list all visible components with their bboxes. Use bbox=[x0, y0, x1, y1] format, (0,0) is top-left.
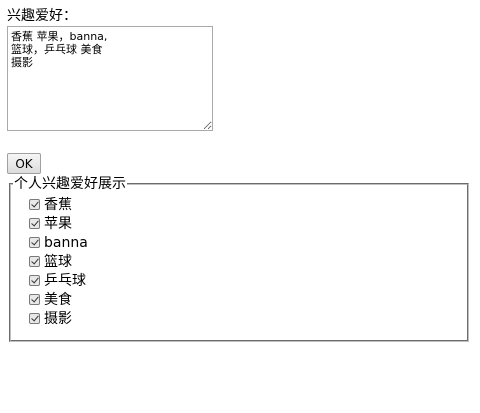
hobby-item-photography: 摄影 bbox=[29, 309, 467, 328]
hobby-display-legend: 个人兴趣爱好展示 bbox=[14, 176, 126, 192]
hobby-item-basketball: 篮球 bbox=[29, 252, 467, 271]
hobby-item-label: banna bbox=[44, 234, 88, 251]
hobby-checkbox-basketball[interactable] bbox=[29, 256, 40, 267]
hobby-item-label: 乒乓球 bbox=[44, 272, 86, 289]
hobby-item-label: 摄影 bbox=[44, 310, 72, 327]
hobby-item-label: 香蕉 bbox=[44, 196, 72, 213]
hobby-checkbox-apple[interactable] bbox=[29, 218, 40, 229]
hobby-checkbox-banana[interactable] bbox=[29, 199, 40, 210]
hobby-item-label: 美食 bbox=[44, 291, 72, 308]
hobby-item-banana: 香蕉 bbox=[29, 195, 467, 214]
hobby-checkbox-pingpong[interactable] bbox=[29, 275, 40, 286]
hobby-checkbox-food[interactable] bbox=[29, 294, 40, 305]
hobby-label: 兴趣爱好： bbox=[7, 8, 77, 24]
hobby-display-fieldset: 个人兴趣爱好展示 香蕉 苹果 banna 篮球 乒乓球 美食 摄影 bbox=[9, 176, 469, 342]
hobby-item-label: 苹果 bbox=[44, 215, 72, 232]
hobby-item-label: 篮球 bbox=[44, 253, 72, 270]
hobby-checkbox-banna[interactable] bbox=[29, 237, 40, 248]
hobby-item-pingpong: 乒乓球 bbox=[29, 271, 467, 290]
hobby-item-food: 美食 bbox=[29, 290, 467, 309]
hobby-checkbox-photography[interactable] bbox=[29, 313, 40, 324]
hobby-check-list: 香蕉 苹果 banna 篮球 乒乓球 美食 摄影 bbox=[29, 195, 467, 328]
hobby-item-apple: 苹果 bbox=[29, 214, 467, 233]
hobby-item-banna: banna bbox=[29, 233, 467, 252]
hobby-textarea[interactable]: 香蕉 苹果，banna, 篮球，乒乓球 美食 摄影 bbox=[7, 26, 213, 131]
ok-button[interactable]: OK bbox=[7, 153, 41, 174]
